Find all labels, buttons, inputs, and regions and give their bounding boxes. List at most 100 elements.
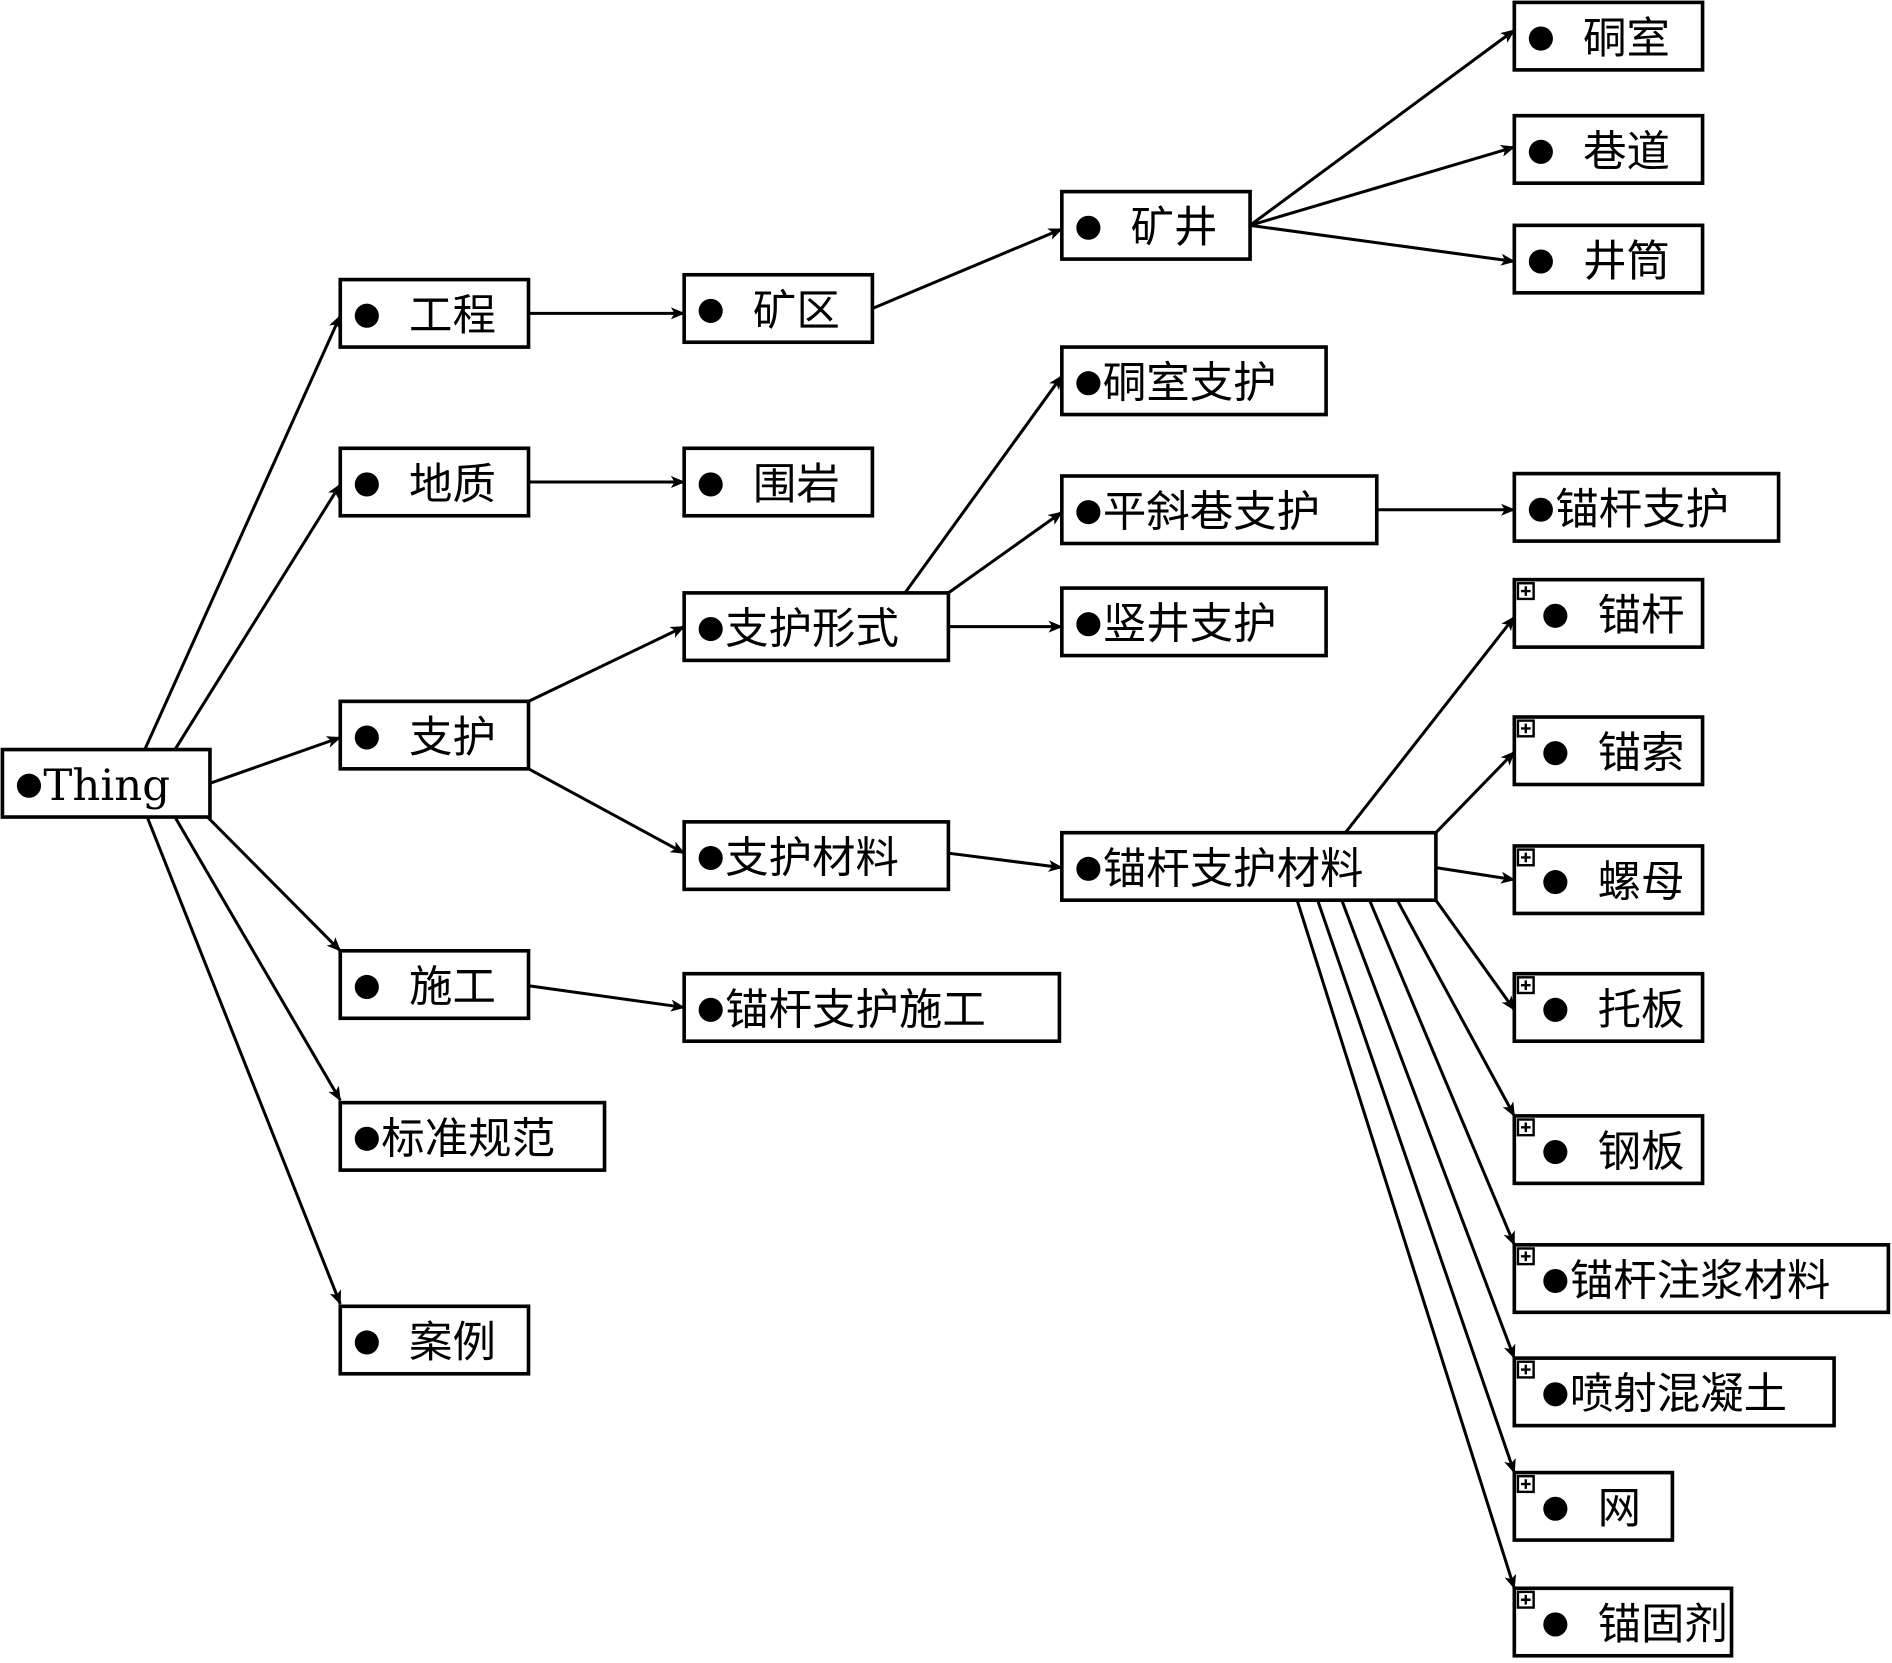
node-gangban[interactable]: 钢板 [1512, 1114, 1705, 1186]
node-label: 网 [1598, 1484, 1641, 1534]
node-tuoban[interactable]: 托板 [1512, 971, 1705, 1043]
class-bullet-icon [1543, 1268, 1568, 1294]
node-xiangdao[interactable]: 巷道 [1512, 113, 1705, 185]
node-label: 矿井 [1131, 203, 1218, 253]
node-box [338, 1100, 607, 1172]
edge-maogancailiao-to-zhujiang [1368, 899, 1516, 1246]
class-bullet-icon [354, 725, 379, 750]
plus-icon [1520, 1364, 1531, 1375]
edge-kuangjing-to-dongshi [1249, 28, 1516, 227]
node-dongshizhihu[interactable]: 硐室支护 [1060, 345, 1328, 417]
node-shujingzhihu[interactable]: 竖井支护 [1060, 586, 1328, 658]
node-label: 标准规范 [381, 1114, 555, 1164]
node-label: 锚杆支护施工 [725, 985, 986, 1035]
node-label: 地质 [409, 460, 496, 510]
edge-thing-to-shigong [206, 815, 342, 952]
plus-icon [1520, 1594, 1531, 1605]
node-box [1060, 474, 1379, 546]
node-label: 螺母 [1598, 858, 1685, 908]
edge-kuangjing-to-jingtong [1249, 223, 1516, 266]
node-label: 锚杆注浆材料 [1570, 1256, 1831, 1306]
node-weiyan[interactable]: 围岩 [682, 446, 875, 518]
node-label: 锚固剂 [1598, 1600, 1728, 1650]
node-label: 喷射混凝土 [1570, 1370, 1787, 1420]
class-bullet-icon [1076, 215, 1101, 240]
class-bullet-icon [1543, 603, 1568, 628]
plus-icon [1520, 723, 1531, 734]
class-bullet-icon [1543, 1382, 1568, 1407]
class-bullet-icon [354, 974, 379, 1000]
class-bullet-icon [698, 845, 723, 871]
class-bullet-icon [698, 298, 723, 323]
edge-thing-to-anli [145, 816, 342, 1306]
edge-maogancailiao-to-luomu [1435, 866, 1516, 884]
plus-icon [1520, 1251, 1531, 1262]
node-label: 竖井支护 [1103, 600, 1277, 650]
node-dizhi[interactable]: 地质 [338, 446, 531, 518]
node-jingtong[interactable]: 井筒 [1512, 223, 1705, 295]
node-kuangqu[interactable]: 矿区 [682, 272, 875, 345]
edge-zhihuxingshi-to-dongshizhihu [903, 375, 1064, 594]
class-bullet-icon [1528, 497, 1553, 522]
node-zhihucailiao[interactable]: 支护材料 [682, 820, 951, 892]
edge-thing-to-gongcheng [143, 314, 342, 751]
node-label: 钢板 [1598, 1128, 1685, 1178]
edge-thing-to-biaozhun [173, 816, 342, 1102]
class-bullet-icon [698, 472, 723, 497]
edge-kuangqu-to-kuangjing [871, 227, 1063, 310]
plus-icon [1520, 980, 1531, 990]
node-wang[interactable]: 网 [1512, 1470, 1675, 1542]
node-penshe[interactable]: 喷射混凝土 [1512, 1356, 1836, 1428]
node-label: 锚杆支护材料 [1103, 844, 1364, 894]
edges-layer [143, 28, 1517, 1590]
node-label: 巷道 [1583, 127, 1670, 177]
node-maoganzhihu[interactable]: 锚杆支护 [1512, 471, 1781, 543]
class-bullet-icon [1528, 26, 1553, 51]
class-bullet-icon [1543, 741, 1568, 766]
node-label: 围岩 [753, 460, 840, 510]
node-zhujiang[interactable]: 锚杆注浆材料 [1512, 1243, 1891, 1315]
edge-maogancailiao-to-tuoban [1434, 899, 1516, 1011]
plus-icon [1520, 852, 1531, 863]
node-shigong[interactable]: 施工 [338, 948, 531, 1021]
edge-zhihu-to-zhihuxingshi [527, 625, 686, 703]
class-bullet-icon [1076, 856, 1101, 881]
plus-icon [1520, 586, 1531, 596]
class-bullet-icon [1543, 1139, 1568, 1165]
node-box [1512, 471, 1781, 543]
node-label: 锚杆支护 [1555, 485, 1729, 535]
node-box [1060, 189, 1252, 261]
node-label: 案例 [409, 1318, 496, 1368]
class-bullet-icon [1528, 249, 1553, 274]
node-luomu[interactable]: 螺母 [1512, 844, 1705, 916]
node-box [1060, 830, 1438, 902]
node-label: Thing [43, 761, 170, 811]
edge-maogancailiao-to-gangban [1395, 899, 1516, 1117]
edge-maogancailiao-to-wang [1316, 899, 1516, 1474]
node-label: 支护形式 [725, 605, 899, 655]
edge-maogancailiao-to-maoguji [1295, 899, 1517, 1590]
node-maogan[interactable]: 锚杆 [1512, 577, 1705, 649]
node-thing[interactable]: Thing [0, 747, 212, 819]
node-maoguji[interactable]: 锚固剂 [1512, 1586, 1734, 1658]
node-gongcheng[interactable]: 工程 [338, 277, 531, 349]
node-kuangjing[interactable]: 矿井 [1060, 189, 1252, 261]
node-pingxiexiang[interactable]: 平斜巷支护 [1060, 474, 1379, 546]
edge-zhihu-to-zhihucailiao [527, 767, 686, 855]
node-box [1512, 1114, 1705, 1186]
node-box [682, 591, 951, 663]
class-bullet-icon [354, 303, 379, 328]
node-biaozhun[interactable]: 标准规范 [338, 1100, 607, 1172]
node-maogancailiao[interactable]: 锚杆支护材料 [1060, 830, 1438, 902]
class-bullet-icon [1076, 612, 1101, 637]
node-label: 矿区 [753, 286, 840, 336]
node-maosuo[interactable]: 锚索 [1512, 715, 1705, 787]
node-maoganshigong[interactable]: 锚杆支护施工 [682, 971, 1062, 1043]
node-zhihu[interactable]: 支护 [338, 699, 531, 771]
node-zhihuxingshi[interactable]: 支护形式 [682, 591, 951, 663]
node-anli[interactable]: 案例 [338, 1304, 531, 1376]
node-dongshi[interactable]: 硐室 [1512, 0, 1705, 72]
class-bullet-icon [1543, 997, 1568, 1022]
